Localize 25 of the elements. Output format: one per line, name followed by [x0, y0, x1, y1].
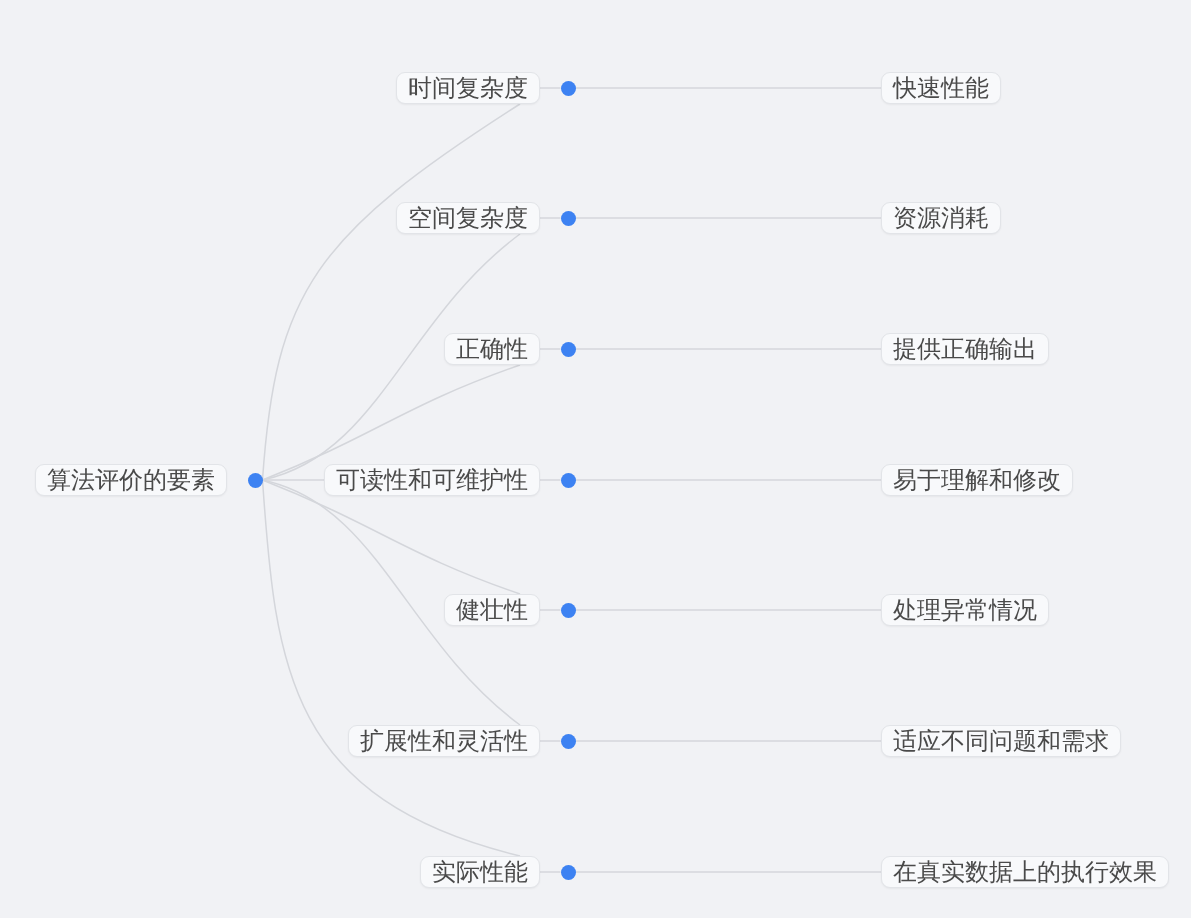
topic-box: 可读性和可维护性: [324, 464, 540, 496]
topic-box: 处理异常情况: [881, 594, 1049, 626]
branch-dot: [560, 210, 576, 226]
branch-dot: [560, 602, 576, 618]
branch-dot: [560, 80, 576, 96]
topic-box: 资源消耗: [881, 202, 1001, 234]
branch-dot: [560, 341, 576, 357]
topic-box: 正确性: [444, 333, 540, 365]
topic-box: 易于理解和修改: [881, 464, 1073, 496]
topic-box: 提供正确输出: [881, 333, 1049, 365]
connector-line: [261, 364, 521, 481]
topic-box: 适应不同问题和需求: [881, 725, 1121, 757]
topic-box: 空间复杂度: [396, 202, 540, 234]
topic-box: 在真实数据上的执行效果: [881, 856, 1169, 888]
topic-box: 快速性能: [881, 72, 1001, 104]
connector-line: [261, 479, 521, 595]
topic-box: 实际性能: [420, 856, 540, 888]
topic-box: 扩展性和灵活性: [348, 725, 540, 757]
branch-dot: [247, 472, 263, 488]
branch-dot: [560, 733, 576, 749]
branch-dot: [560, 472, 576, 488]
branch-dot: [560, 864, 576, 880]
topic-box: 算法评价的要素: [35, 464, 227, 496]
topic-box: 健壮性: [444, 594, 540, 626]
topic-box: 时间复杂度: [396, 72, 540, 104]
